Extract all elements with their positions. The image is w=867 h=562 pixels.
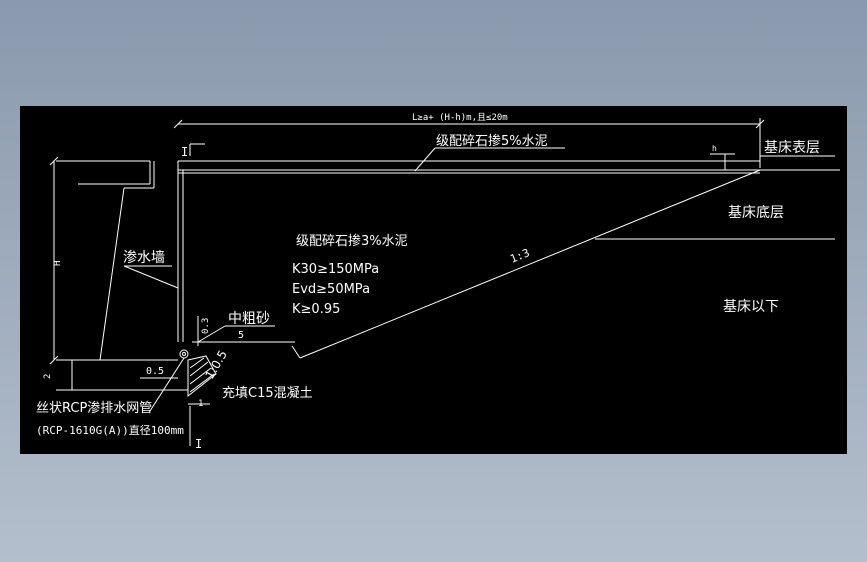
- H-dimension-text: H: [53, 261, 63, 266]
- seepage-wall-leader: [123, 265, 179, 289]
- spec-k30: K30≥150MPa: [292, 262, 379, 277]
- section-mark-top: I: [181, 145, 188, 159]
- below-base-label: 基床以下: [723, 298, 779, 315]
- hatch-3: [189, 367, 212, 385]
- cad-drawing-canvas: L≥a+ (H-h)m,且≤20m 级配碎石掺5%水泥 h 基床表层 1:3 基…: [20, 106, 847, 454]
- dim-0-3-text: 0.3: [201, 318, 211, 334]
- pipe-label-line2: (RCP-1610G(A))直径100mm: [36, 423, 184, 437]
- spec-evd: Evd≥50MPa: [292, 282, 370, 297]
- hatch-1: [189, 357, 205, 369]
- slope-toe-line: [291, 345, 301, 359]
- dim-5-text: 5: [238, 330, 244, 341]
- h-dimension-text: h: [712, 144, 717, 153]
- section-mark-bottom: I: [195, 437, 202, 451]
- concrete-fill-label: 充填C15混凝土: [222, 385, 313, 401]
- H-dimension-tick-top: [49, 156, 59, 166]
- coarse-sand-leader: [197, 325, 226, 343]
- base-surface-label: 基床表层: [764, 139, 820, 156]
- spec-k: K≥0.95: [292, 302, 340, 317]
- dim-0-5-text: 0.5: [146, 366, 164, 377]
- top-layer-leader: [414, 147, 436, 172]
- main-fill-label: 级配碎石掺3%水泥: [296, 233, 408, 249]
- drain-pipe-inner-icon: [182, 352, 186, 356]
- top-dimension-text: L≥a+ (H-h)m,且≤20m: [412, 112, 508, 123]
- base-bottom-label: 基床底层: [728, 204, 784, 221]
- top-dimension-tick-left: [173, 119, 183, 129]
- slope-label: 1:3: [508, 246, 531, 265]
- drain-pipe-icon: [179, 349, 189, 359]
- cross-section-drawing: L≥a+ (H-h)m,且≤20m 级配碎石掺5%水泥 h 基床表层 1:3 基…: [36, 112, 840, 451]
- abutment-back-slope: [99, 187, 125, 361]
- seepage-wall-label: 渗水墙: [123, 250, 165, 266]
- hatch-2: [189, 361, 209, 377]
- dim-1-text: 1: [198, 399, 203, 409]
- H-dimension-tick-bottom: [49, 355, 59, 365]
- top-layer-label: 级配碎石掺5%水泥: [436, 133, 548, 149]
- dim-1-0-5-text: 1:0.5: [202, 348, 230, 382]
- pipe-label-leader: [149, 357, 185, 412]
- hatch-4: [189, 373, 215, 393]
- slope-line: [299, 169, 761, 359]
- pipe-label-line1: 丝状RCP渗排水网管: [36, 401, 152, 416]
- concrete-fill-region: [187, 355, 217, 398]
- coarse-sand-label: 中粗砂: [228, 311, 270, 327]
- dim-2-text: 2: [43, 374, 53, 379]
